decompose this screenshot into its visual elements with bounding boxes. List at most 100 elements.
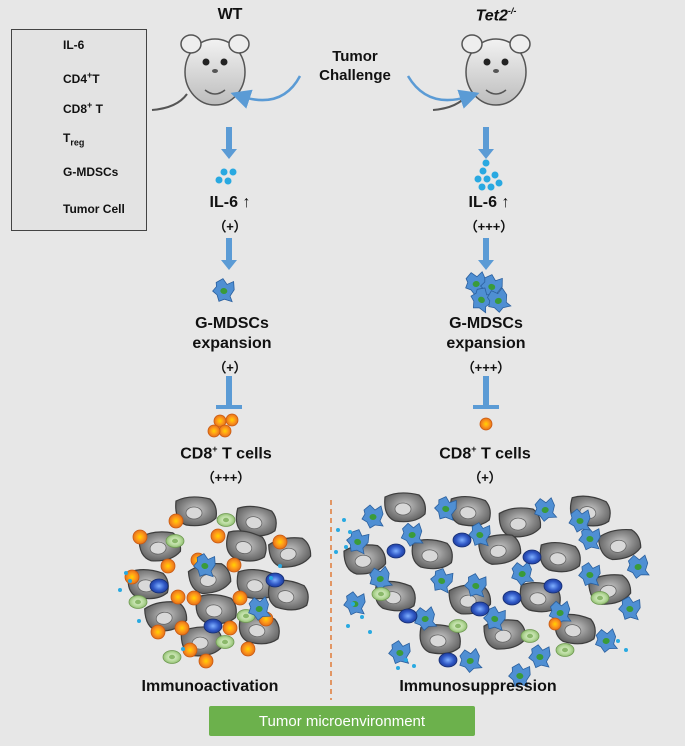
g-mdsc-icon [414, 606, 438, 631]
flow-arrow-right-2 [478, 238, 494, 270]
right-outcome-label: Immunosuppression [399, 678, 557, 695]
treg-cell-icon [502, 590, 522, 606]
treg-cell-icon [452, 532, 472, 548]
left-gmdsc-level: （+） [213, 360, 247, 375]
tet2-title: Tet2-/- [475, 6, 517, 25]
g-mdsc-icon [369, 565, 394, 591]
cd4-t-cell-icon [216, 513, 236, 527]
wt-mouse-icon [151, 34, 250, 111]
left-outcome-label: Immunoactivation [141, 678, 279, 695]
cd8-t-cell-icon [207, 424, 221, 438]
legend-tumor-label: Tumor Cell [63, 202, 125, 216]
inhibit-arrow-right [473, 376, 499, 409]
il6-dot [181, 647, 185, 651]
challenge-arrow-right [406, 75, 480, 109]
tumor-cell-icon [449, 496, 491, 527]
cd8-t-cell-icon [160, 558, 176, 574]
il6-dot [128, 579, 132, 583]
cd4-t-cell-icon [448, 619, 468, 633]
legend-il6-label: IL-6 [63, 38, 85, 52]
il6-dot [346, 624, 350, 628]
g-mdsc-icon [511, 561, 535, 586]
cd8-t-cell-icon [225, 413, 239, 427]
tumor-cell-icon [384, 492, 426, 523]
il6-dot [404, 658, 408, 662]
treg-cell-icon [543, 578, 563, 594]
il6-dot [334, 550, 338, 554]
left-cd8-label: CD8+ T cells [180, 444, 272, 463]
g-mdsc-icon [430, 568, 454, 594]
tumor-cell-icon [235, 505, 277, 537]
g-mdsc-icon [464, 573, 487, 598]
il6-dot [269, 576, 273, 580]
il6-dot [624, 648, 628, 652]
il6-cluster-right [474, 159, 503, 191]
g-mdsc-icon [528, 644, 551, 669]
cd8-t-cell-icon [226, 557, 242, 573]
cd8-t-cell-icon [222, 620, 238, 636]
g-mdsc-icon [534, 497, 558, 522]
wt-title: WT [217, 6, 243, 23]
left-cd8-level: （+++） [201, 470, 251, 485]
flow-arrow-left-2 [221, 238, 237, 270]
treg-cell-icon [522, 549, 542, 565]
treg-cell-icon [265, 572, 285, 588]
g-mdsc-icon [578, 526, 601, 551]
treg-cell-icon [203, 618, 223, 634]
il6-dot [412, 664, 416, 668]
tumor-cell-icon [419, 624, 461, 655]
cd8-t-cell-icon [174, 620, 190, 636]
cd8-t-cell-icon [182, 642, 198, 658]
g-mdsc-icon [193, 553, 216, 578]
tumor-cell-icon [597, 528, 642, 561]
cd8-t-cell-icon [218, 424, 232, 438]
cd8-t-cell-icon [479, 417, 493, 431]
cd8-t-cell-icon [198, 653, 214, 669]
tumor-cell-icon [226, 530, 267, 562]
g-mdsc-icon [248, 596, 272, 621]
g-mdsc-icon [434, 496, 457, 521]
il6-dot [118, 588, 122, 592]
treg-cell-icon [438, 652, 458, 668]
g-mdsc-icon [508, 663, 531, 688]
g-mdsc-icon [346, 529, 370, 555]
tumor-cell-icon [554, 613, 596, 645]
cd8-t-cell-icon [150, 624, 166, 640]
tme-left-cluster [118, 496, 312, 669]
left-il6-label: IL-6 ↑ [209, 194, 251, 211]
cd8-t-cell-icon [232, 590, 248, 606]
right-il6-label: IL-6 ↑ [468, 194, 510, 211]
g-mdsc-icon [618, 596, 641, 621]
il6-dot [368, 630, 372, 634]
tumor-cell-icon [343, 544, 387, 575]
g-mdsc-icon [388, 640, 411, 665]
right-il6-level: （+++） [464, 219, 514, 234]
inhibit-arrow-left [216, 376, 242, 409]
cd8-t-cell-icon [210, 528, 226, 544]
cd8-t-cell-icon [170, 589, 186, 605]
legend-treg-label: Treg [63, 131, 85, 148]
il6-dot [396, 666, 400, 670]
flow-arrow-right-1 [478, 127, 494, 159]
legend-box [11, 29, 147, 231]
cd4-t-cell-icon [590, 591, 610, 605]
il6-cluster-left [215, 168, 237, 185]
treg-cell-icon [149, 578, 169, 594]
g-mdsc-icon [470, 287, 495, 314]
cd4-t-cell-icon [128, 595, 148, 609]
g-mdsc-icon [361, 504, 384, 529]
right-gmdsc-level: （+++） [461, 360, 511, 375]
g-mdsc-icon [595, 628, 619, 653]
tumor-cell-icon [498, 507, 542, 538]
g-mdsc-icon [483, 606, 506, 631]
cd4-t-cell-icon [555, 643, 575, 657]
cd8-t-cell-icon [272, 534, 288, 550]
g-mdsc-icon [400, 522, 424, 547]
cd4-t-cell-icon [165, 534, 185, 548]
il6-dot [344, 545, 348, 549]
il6-dot [348, 530, 352, 534]
flow-arrow-left-1 [221, 127, 237, 159]
tumor-cell-icon [195, 594, 237, 625]
